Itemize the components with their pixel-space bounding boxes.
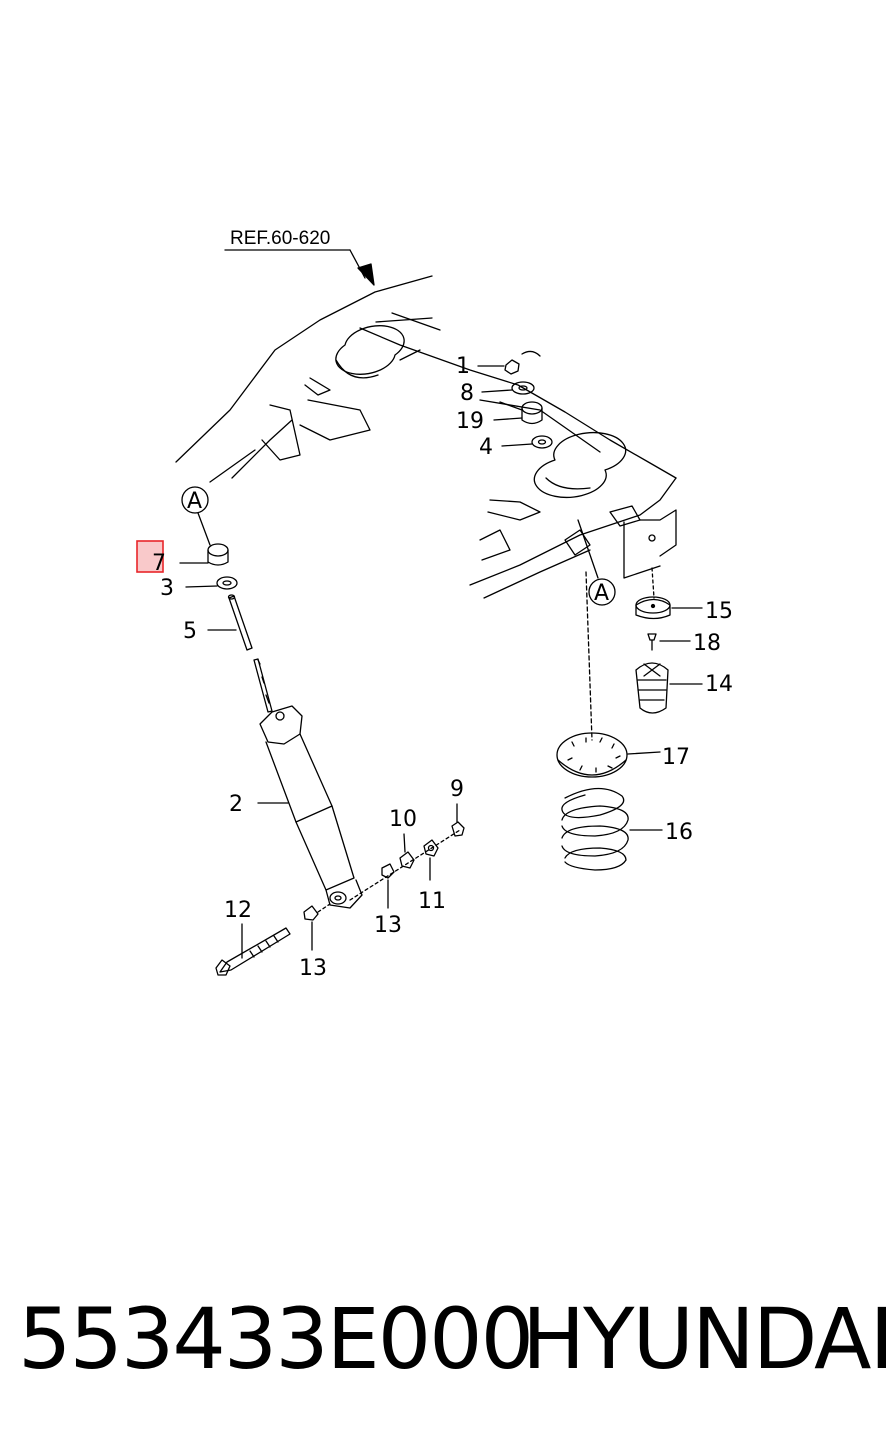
highlight-box-part-7 bbox=[136, 540, 164, 573]
upper-mount-hardware bbox=[499, 350, 553, 449]
spring-assembly bbox=[556, 519, 671, 871]
part-label-14[interactable]: 14 bbox=[705, 672, 733, 697]
part-label-1[interactable]: 1 bbox=[456, 354, 470, 379]
part-label-15[interactable]: 15 bbox=[705, 599, 733, 624]
callout-marker-right: A bbox=[594, 581, 609, 606]
part-label-10[interactable]: 10 bbox=[389, 807, 417, 832]
callout-marker-left: A bbox=[187, 489, 202, 514]
part-label-18[interactable]: 18 bbox=[693, 631, 721, 656]
lower-mount-hardware bbox=[215, 821, 465, 976]
part-label-16[interactable]: 16 bbox=[665, 820, 693, 845]
part-label-13-lower[interactable]: 13 bbox=[299, 956, 327, 981]
shock-absorber bbox=[253, 658, 363, 909]
part-label-19[interactable]: 19 bbox=[456, 409, 484, 434]
part-label-4[interactable]: 4 bbox=[479, 435, 493, 460]
part-label-11[interactable]: 11 bbox=[418, 889, 446, 914]
part-number: 553433E000 bbox=[18, 1290, 534, 1388]
part-label-17[interactable]: 17 bbox=[662, 745, 690, 770]
part-label-7[interactable]: 7 bbox=[152, 551, 166, 576]
rear-frame bbox=[175, 275, 677, 599]
reference-callout bbox=[224, 249, 375, 286]
part-label-12[interactable]: 12 bbox=[224, 898, 252, 923]
part-label-2[interactable]: 2 bbox=[229, 792, 243, 817]
leader-lines bbox=[179, 365, 703, 959]
reference-label: REF.60-620 bbox=[230, 228, 330, 249]
part-label-8[interactable]: 8 bbox=[460, 381, 474, 406]
brand-name: HYUNDAI bbox=[522, 1290, 886, 1388]
part-label-9[interactable]: 9 bbox=[450, 777, 464, 802]
part-label-13-upper[interactable]: 13 bbox=[374, 913, 402, 938]
shock-upper-parts bbox=[181, 486, 253, 651]
part-label-3[interactable]: 3 bbox=[160, 576, 174, 601]
part-label-5[interactable]: 5 bbox=[183, 619, 197, 644]
